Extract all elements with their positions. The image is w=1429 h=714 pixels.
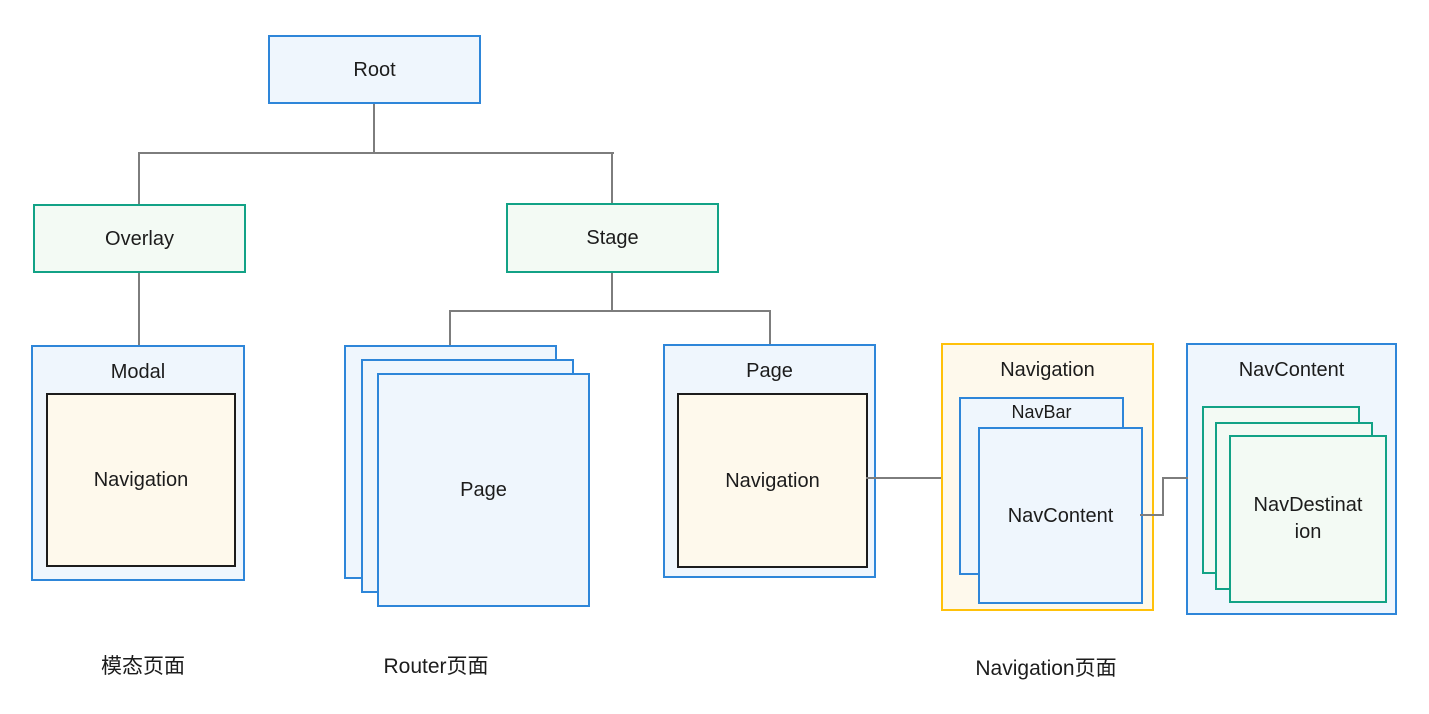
node-modal-navigation-label: Navigation	[93, 469, 189, 491]
connector-root-stem	[373, 104, 375, 153]
node-navigation-group: Navigation NavBar NavContent	[941, 343, 1154, 611]
node-stage: Stage	[506, 203, 719, 273]
node-overlay: Overlay	[33, 204, 246, 273]
node-navcontent-group: NavContent NavDestination	[1186, 343, 1397, 615]
router-page-label: Page	[460, 479, 507, 501]
navdestination-label: NavDestination	[1253, 494, 1363, 543]
connector-page-to-navigation	[866, 477, 941, 479]
connector-stage-drop	[611, 152, 613, 203]
connector-navcontent-step-high	[1162, 477, 1188, 479]
router-page-stack-front: Page	[377, 373, 590, 607]
connector-stage-rail	[449, 310, 771, 312]
caption-modal-page: 模态页面	[101, 655, 185, 678]
node-page: Page Navigation	[663, 344, 876, 578]
connector-stage-stem	[611, 273, 613, 312]
node-modal-navigation: Navigation	[46, 393, 236, 567]
node-stage-label: Stage	[586, 227, 639, 249]
node-root-label: Root	[353, 58, 396, 81]
node-navbar-label: NavBar	[1011, 402, 1072, 422]
node-navigation-group-title: Navigation	[1000, 359, 1095, 381]
connector-overlay-modal	[138, 273, 140, 345]
node-navcontent-label: NavContent	[1007, 504, 1114, 527]
node-modal: Modal Navigation	[31, 345, 245, 581]
connector-page-drop	[769, 310, 771, 344]
node-overlay-label: Overlay	[105, 227, 174, 250]
caption-navigation-page: Navigation页面	[975, 657, 1117, 680]
connector-navcontent-step-vertical	[1162, 477, 1164, 516]
node-page-navigation: Navigation	[677, 393, 868, 568]
navdestination-stack-front: NavDestination	[1229, 435, 1387, 603]
connector-navcontent-step-low	[1140, 514, 1164, 516]
caption-router-page: Router页面	[383, 655, 489, 678]
node-page-title: Page	[746, 360, 793, 382]
node-root: Root	[268, 35, 481, 104]
node-navcontent-group-title: NavContent	[1238, 359, 1345, 381]
connector-overlay-drop	[138, 152, 140, 204]
connector-router-drop	[449, 310, 451, 345]
node-navcontent: NavContent	[978, 427, 1143, 604]
node-page-navigation-label: Navigation	[725, 469, 820, 492]
node-modal-title: Modal	[110, 361, 166, 383]
connector-top-rail	[138, 152, 614, 154]
